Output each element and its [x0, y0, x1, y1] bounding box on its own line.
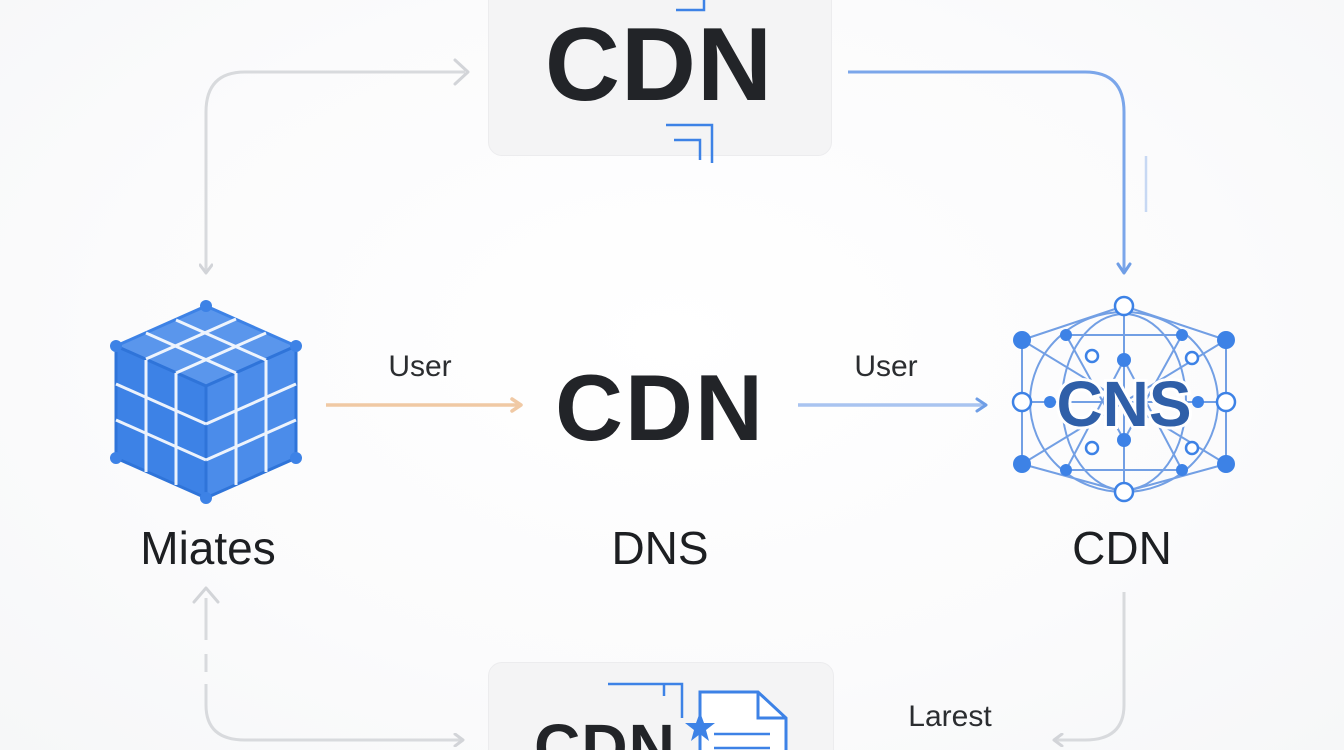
top-card-mark-lower-1	[666, 123, 714, 163]
cns-label: CNS	[1056, 368, 1191, 440]
top-card-mark-lower-2	[674, 138, 702, 160]
network-globe-icon: CNS	[1011, 295, 1237, 503]
dns-caption: DNS	[611, 522, 709, 574]
edge-label-miates-dns: User	[388, 350, 452, 383]
center-cdn-label: CDN	[555, 355, 765, 460]
edge-top-to-cns	[848, 70, 1132, 275]
top-card-mark-upper	[676, 0, 706, 12]
edge-label-larest: Larest	[908, 700, 992, 733]
arrowhead-into-top-card	[453, 58, 470, 86]
arrowhead-into-miates	[192, 586, 220, 604]
edge-bottom-to-miates-curve	[204, 684, 462, 740]
bottom-cdn-label: CDN	[534, 711, 676, 750]
edge-top-to-miates	[206, 70, 465, 272]
cns-caption: CDN	[1072, 522, 1172, 574]
grid-cube-icon	[110, 300, 302, 504]
document-star-icon	[608, 682, 788, 750]
top-cdn-card	[488, 0, 832, 156]
miates-caption: Miates	[140, 522, 276, 574]
top-cdn-label: CDN	[544, 7, 774, 123]
edge-cns-to-bottom	[1055, 592, 1126, 740]
edge-label-dns-cns: User	[854, 350, 918, 383]
